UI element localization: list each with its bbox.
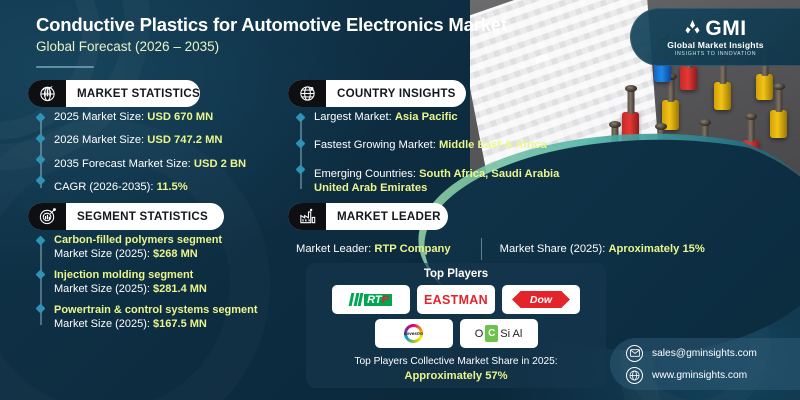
market-leader-label: Market Leader: — [296, 243, 372, 255]
market-leader-cell: Market Leader: RTP Company — [296, 243, 451, 255]
list-item: CAGR (2026-2035): 11.5% — [40, 180, 290, 194]
page-subtitle: Global Forecast (2026 – 2035) — [36, 39, 220, 54]
globe-icon — [626, 366, 643, 384]
list-item: Injection molding segment Market Size (2… — [40, 268, 300, 296]
gmi-diamond-icon — [684, 19, 701, 37]
collective-label: Top Players Collective Market Share in 2… — [354, 356, 558, 367]
collective-value: Approximately 57% — [404, 369, 508, 382]
ferrule-red — [680, 39, 697, 90]
country-insights-list: Largest Market: Asia Pacific Fastest Gro… — [295, 110, 590, 196]
stat-label: 2026 Market Size: — [54, 134, 145, 147]
top-players-title: Top Players — [423, 268, 489, 280]
factory-icon — [288, 203, 326, 230]
globe-chart-icon — [28, 80, 66, 107]
section-title: MARKET LEADER — [337, 210, 441, 223]
list-item: Powertrain & control systems segment Mar… — [40, 303, 300, 331]
stat-value: 11.5% — [156, 180, 188, 193]
stat-label: 2035 Forecast Market Size: — [54, 157, 191, 170]
list-rail — [300, 116, 302, 190]
rtp-logo[interactable]: RTP — [332, 285, 410, 314]
market-share-value: Aproximately 15% — [608, 243, 705, 255]
stat-label: 2025 Market Size: — [54, 111, 145, 123]
stat-value: USD 670 MN — [147, 111, 214, 123]
gmi-tagline: Insights to Innovation — [674, 50, 757, 57]
segment-name: Powertrain & control systems segment — [54, 304, 258, 317]
section-title: COUNTRY INSIGHTS — [337, 87, 456, 100]
gmi-full-name: Global Market Insights — [667, 39, 764, 50]
ferrule-yellow — [714, 55, 731, 110]
divider — [480, 238, 482, 260]
top-players-logo-row-1: RTP EASTMAN Dow — [332, 285, 580, 314]
globe-icon — [288, 80, 326, 107]
list-item: 2026 Market Size: USD 747.2 MN — [40, 133, 290, 147]
dow-logo-text: Dow — [529, 293, 553, 306]
list-item: Emerging Countries: South Africa, Saudi … — [300, 167, 590, 196]
dow-logo[interactable]: Dow — [502, 285, 580, 314]
ferrule-yellow — [756, 47, 773, 100]
section-title: MARKET STATISTICS — [77, 87, 200, 100]
market-share-cell: Market Share (2025): Aproximately 15% — [500, 243, 705, 255]
eastman-logo-text: EASTMAN — [424, 292, 488, 307]
section-header-market-leader: MARKET LEADER — [288, 203, 448, 230]
country-label: Fastest Growing Market: — [314, 139, 436, 152]
page-title: Conductive Plastics for Automotive Elect… — [36, 14, 507, 35]
country-value: Asia Pacific — [394, 111, 458, 123]
segment-label: Market Size (2025): — [54, 248, 150, 261]
covestro-logo-text: covestro — [403, 331, 424, 336]
segment-label: Market Size (2025): — [54, 318, 150, 331]
stat-value: USD 2 BN — [193, 157, 247, 170]
segment-statistics-list: Carbon-filled polymers segment Market Si… — [35, 233, 300, 331]
title-underline — [36, 66, 94, 68]
country-value: Middle East & Africa — [438, 139, 547, 152]
segment-value: $281.4 MN — [153, 283, 207, 296]
contact-block: sales@gminsights.com www.gminsights.com — [610, 338, 800, 390]
list-item: Fastest Growing Market: Middle East & Af… — [300, 138, 590, 152]
section-title: SEGMENT STATISTICS — [77, 210, 208, 223]
section-header-country-insights: COUNTRY INSIGHTS — [288, 80, 466, 107]
list-item: Largest Market: Asia Pacific — [300, 110, 590, 124]
market-leader-row: Market Leader: RTP Company Market Share … — [296, 238, 786, 260]
gmi-name: GMI — [705, 16, 747, 40]
segment-name: Carbon-filled polymers segment — [54, 234, 223, 246]
list-item: 2035 Forecast Market Size: USD 2 BN — [40, 157, 290, 171]
stat-value: USD 747.2 MN — [147, 134, 223, 147]
segment-value: $268 MN — [153, 248, 198, 261]
segment-value: $167.5 MN — [153, 318, 207, 331]
contact-website: www.gminsights.com — [652, 369, 748, 381]
list-item: Carbon-filled polymers segment Market Si… — [40, 233, 300, 261]
country-value: South Africa, Saudi Arabia — [419, 167, 560, 180]
contact-email: sales@gminsights.com — [652, 347, 757, 359]
covestro-logo[interactable]: covestro — [374, 319, 453, 348]
envelope-icon — [626, 344, 643, 362]
list-item: 2025 Market Size: USD 670 MN — [40, 110, 290, 124]
country-value-line2: United Arab Emirates — [314, 181, 428, 194]
list-rail — [40, 239, 42, 326]
target-chart-icon — [28, 203, 66, 230]
collective-share: Top Players Collective Market Share in 2… — [354, 355, 557, 384]
market-statistics-list: 2025 Market Size: USD 670 MN 2026 Market… — [35, 110, 290, 194]
gmi-logo: GMI Global Market Insights Insights to I… — [630, 8, 800, 66]
eastman-logo[interactable]: EASTMAN — [417, 285, 495, 314]
contact-email-row[interactable]: sales@gminsights.com — [626, 344, 800, 362]
country-label: Emerging Countries: — [314, 167, 416, 180]
market-leader-value: RTP Company — [374, 243, 451, 255]
market-share-label: Market Share (2025): — [499, 243, 606, 255]
section-header-market-statistics: MARKET STATISTICS — [28, 80, 200, 107]
section-header-segment-statistics: SEGMENT STATISTICS — [28, 203, 224, 230]
country-label: Largest Market: — [314, 111, 392, 123]
segment-name: Injection molding segment — [54, 269, 194, 282]
list-rail — [40, 116, 42, 189]
segment-label: Market Size (2025): — [54, 283, 150, 296]
ferrule-yellow — [770, 83, 787, 138]
contact-website-row[interactable]: www.gminsights.com — [626, 366, 800, 384]
stat-label: CAGR (2026-2035): — [54, 180, 154, 193]
